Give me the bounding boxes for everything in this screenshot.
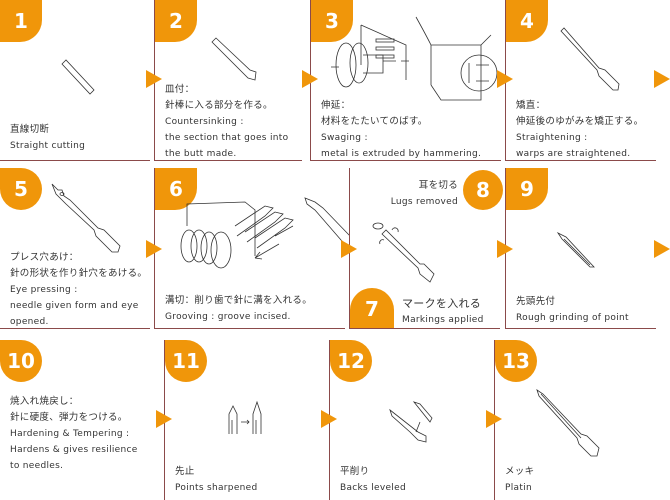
step-desc-ja: 伸延後のゆがみを矯正する。: [516, 116, 644, 127]
straightened-needle-illustration: [560, 27, 620, 91]
flow-arrow-icon: [497, 240, 513, 258]
wire-cut-illustration: [61, 59, 95, 95]
step-desc-ja: 材料をたたいてのばす。: [321, 116, 428, 127]
step-title-en: Hardening & Tempering :: [10, 429, 130, 439]
step-desc-en: metal is extruded by hammering.: [321, 149, 482, 159]
step-title-ja: 矯直：: [516, 100, 546, 111]
step-desc-ja: 針の形状を作り針穴をあける。: [10, 268, 148, 279]
step-title-ja: メッキ: [505, 466, 535, 477]
flow-arrow-icon: [146, 70, 162, 88]
step-9-panel: 9 先頭先付 Rough grinding of point: [505, 168, 656, 329]
step-number-badge: 4: [506, 0, 548, 42]
step-13-panel: 13 メッキ Platin: [494, 340, 670, 500]
step-11-panel: 11 先止 Points sharpened: [164, 340, 325, 500]
step-title-en: Straightening :: [516, 133, 588, 143]
step-6-panel: 6 溝切：削り歯で針に溝を入れる。 Grooving : groove inci…: [154, 168, 364, 329]
flow-arrow-icon: [156, 410, 172, 428]
step-title-ja: マークを入れる: [402, 297, 482, 310]
step-3-panel: 3 伸延： 材料をたたいてのばす。 Swaging : metal is ext…: [310, 0, 501, 161]
step-title-en: Swaging :: [321, 133, 368, 143]
step-title-en: Rough grinding of point: [516, 313, 629, 323]
flow-arrow-icon: [321, 410, 337, 428]
step-desc-en: warps are straightened.: [516, 149, 631, 159]
step-number-badge: 10: [0, 340, 42, 382]
plated-needle-illustration: [536, 389, 600, 457]
step-number-badge: 1: [0, 0, 42, 42]
point-sharpening-illustration: [228, 400, 262, 434]
step-12-panel: 12 平削り Backs leveled: [329, 340, 490, 500]
flow-arrow-icon: [497, 70, 513, 88]
step-title-ja: 伸延：: [321, 100, 351, 111]
step-title-en: Grooving : groove incised.: [165, 312, 291, 322]
step-title-en: Countersinking :: [165, 117, 244, 127]
step-title-en: Backs leveled: [340, 483, 406, 493]
marked-needle-illustration: [372, 222, 435, 283]
step-number-badge: 3: [311, 0, 353, 42]
step-number-badge: 9: [506, 168, 548, 210]
step-title-ja: 直線切断: [10, 124, 50, 135]
back-leveling-illustration: [389, 401, 433, 443]
step-desc-en-2: the butt made.: [165, 149, 237, 159]
step-number-badge: 13: [495, 340, 537, 382]
flow-arrow-icon: [302, 70, 318, 88]
step-desc-en-2: to needles.: [10, 461, 64, 471]
flow-arrow-icon: [146, 240, 162, 258]
step-title-en: Lugs removed: [390, 197, 458, 207]
step-desc-en: the section that goes into: [165, 133, 289, 143]
flow-arrow-icon: [341, 240, 357, 258]
step-title-ja: 耳を切る: [418, 180, 458, 191]
rough-ground-point-illustration: [556, 231, 595, 268]
flow-arrow-icon: [654, 70, 670, 88]
step-desc-ja: 針棒に入る部分を作る。: [165, 100, 273, 111]
step-5-panel: 5 プレス穴あけ： 針の形状を作り針穴をあける。 Eye pressing : …: [0, 168, 150, 329]
step-title-en: Eye pressing :: [10, 285, 78, 295]
step-10-panel: 10 焼入れ焼戻し： 針に硬度、弾力をつける。 Hardening & Temp…: [0, 340, 160, 500]
grooving-roller-illustration: [180, 197, 364, 269]
step-number-badge: 5: [0, 168, 42, 210]
step-number-badge: 2: [155, 0, 197, 42]
step-desc-en: Hardens & gives resilience: [10, 445, 138, 455]
step-2-panel: 2 皿付： 針棒に入る部分を作る。 Countersinking : the s…: [154, 0, 302, 161]
step-desc-en-2: opened.: [10, 317, 49, 327]
step-title-ja: 皿付：: [165, 84, 195, 95]
step-title-ja: プレス穴あけ：: [10, 252, 79, 263]
step-desc-ja: 針に硬度、弾力をつける。: [10, 412, 128, 423]
step-title-ja: 平削り: [340, 466, 370, 477]
eye-pressed-needle-illustration: [51, 183, 121, 253]
step-number-badge-8: 8: [463, 170, 503, 210]
step-number-badge: 11: [165, 340, 207, 382]
step-title-en: Straight cutting: [10, 141, 86, 151]
step-1-panel: 1 直線切断 Straight cutting: [0, 0, 150, 161]
step-title-ja: 溝切：削り歯で針に溝を入れる。: [165, 295, 313, 306]
step-7-8-panel: 8 耳を切る Lugs removed 7 マークを入れる Markings a…: [349, 168, 503, 329]
step-title-ja: 焼入れ焼戻し：: [10, 396, 79, 407]
flow-arrow-icon: [654, 240, 670, 258]
step-title-en: Platin: [505, 483, 532, 493]
step-number-badge: 12: [330, 340, 372, 382]
step-title-en: Markings applied: [402, 315, 484, 325]
step-4-panel: 4 矯直： 伸延後のゆがみを矯正する。 Straightening : warp…: [505, 0, 656, 161]
step-desc-en: needle given form and eye: [10, 301, 139, 311]
step-number-badge-7: 7: [350, 288, 394, 328]
step-title-en: Points sharpened: [175, 483, 258, 493]
flow-arrow-icon: [486, 410, 502, 428]
swaging-machine-illustration: [331, 16, 498, 101]
step-title-ja: 先止: [175, 466, 195, 477]
step-number-badge: 6: [155, 168, 197, 210]
step-title-ja: 先頭先付: [516, 296, 556, 307]
countersunk-wire-illustration: [211, 37, 257, 81]
